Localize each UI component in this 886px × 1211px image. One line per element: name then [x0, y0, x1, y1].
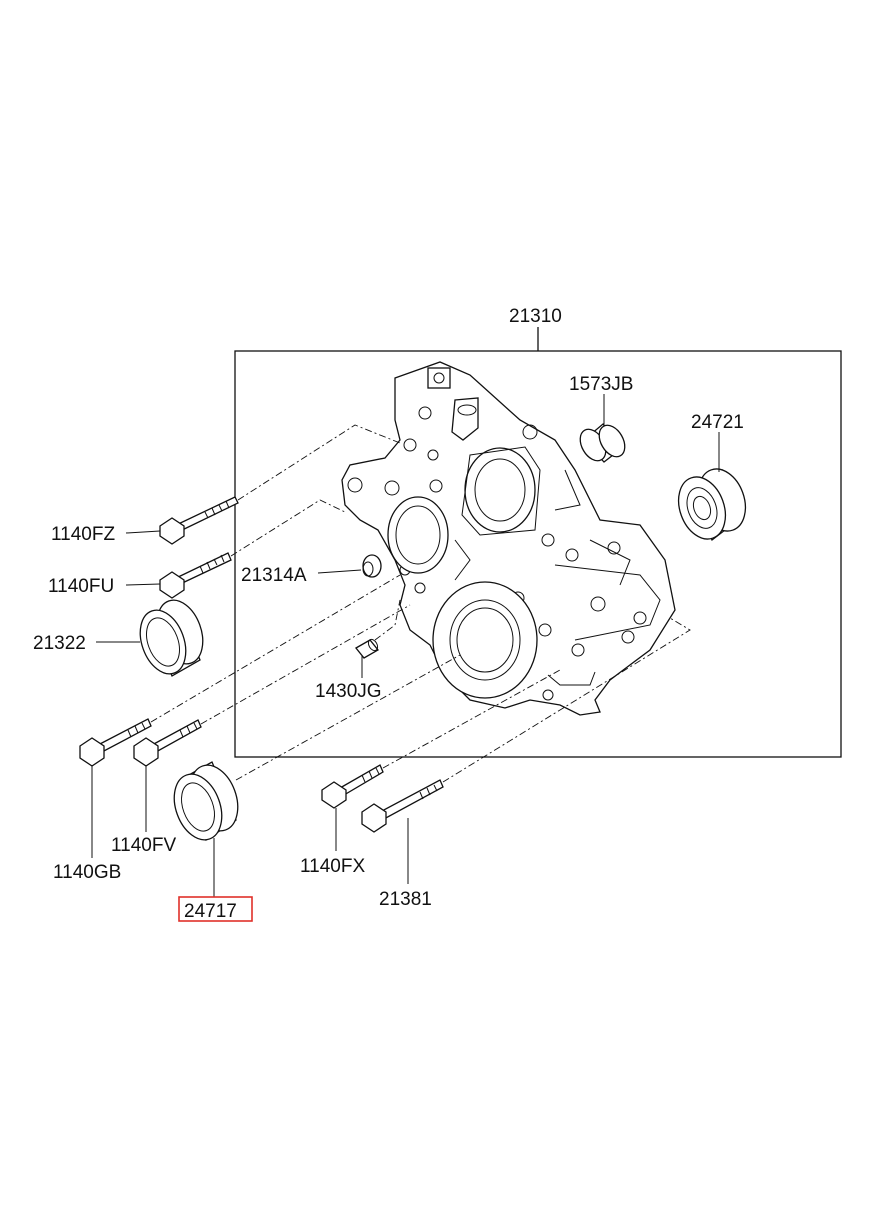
dashline-1140FZ — [237, 424, 401, 501]
dashline-1140FX — [382, 669, 561, 769]
dashline-1140FV — [200, 604, 411, 725]
part-1430JG-pin — [355, 638, 379, 659]
dashline-1140FU — [230, 499, 346, 557]
dashline-21381 — [442, 617, 691, 783]
label-1140FV: 1140FV — [111, 835, 176, 856]
label-24721: 24721 — [691, 412, 744, 433]
label-1140GB: 1140GB — [53, 862, 121, 883]
label-21381: 21381 — [379, 889, 432, 910]
label-1140FZ: 1140FZ — [51, 524, 115, 545]
leader-21314A — [317, 569, 362, 574]
dashline-1140GB — [150, 574, 401, 723]
timing-cover-housing — [341, 361, 676, 716]
dashline-24717 — [235, 654, 461, 781]
part-24717-seal — [173, 761, 239, 841]
label-1140FU: 1140FU — [48, 576, 114, 597]
highlight-box-24717 — [178, 896, 253, 922]
part-24721-bearing — [677, 468, 747, 542]
label-1140FX: 1140FX — [300, 856, 365, 877]
leader-1140FU — [125, 583, 161, 586]
label-1430JG: 1430JG — [315, 681, 382, 702]
label-21310: 21310 — [509, 306, 562, 327]
part-21314A-dowel — [362, 554, 382, 578]
part-1140FU-bolt — [159, 552, 232, 599]
dashline-1430JG — [374, 599, 401, 641]
part-21381-bolt — [361, 779, 444, 833]
leader-1140FZ — [125, 530, 161, 534]
label-1573JB: 1573JB — [569, 374, 633, 395]
part-1140FV-bolt — [133, 719, 202, 767]
label-21322: 21322 — [33, 633, 86, 654]
part-1140FX-bolt — [321, 764, 384, 809]
label-21314A: 21314A — [241, 565, 307, 586]
part-1573JB-bush — [579, 423, 626, 463]
part-1140GB-bolt — [79, 718, 152, 767]
part-21322-seal — [139, 599, 204, 677]
part-1140FZ-bolt — [159, 496, 239, 545]
label-24717[interactable]: 24717 — [184, 901, 237, 922]
